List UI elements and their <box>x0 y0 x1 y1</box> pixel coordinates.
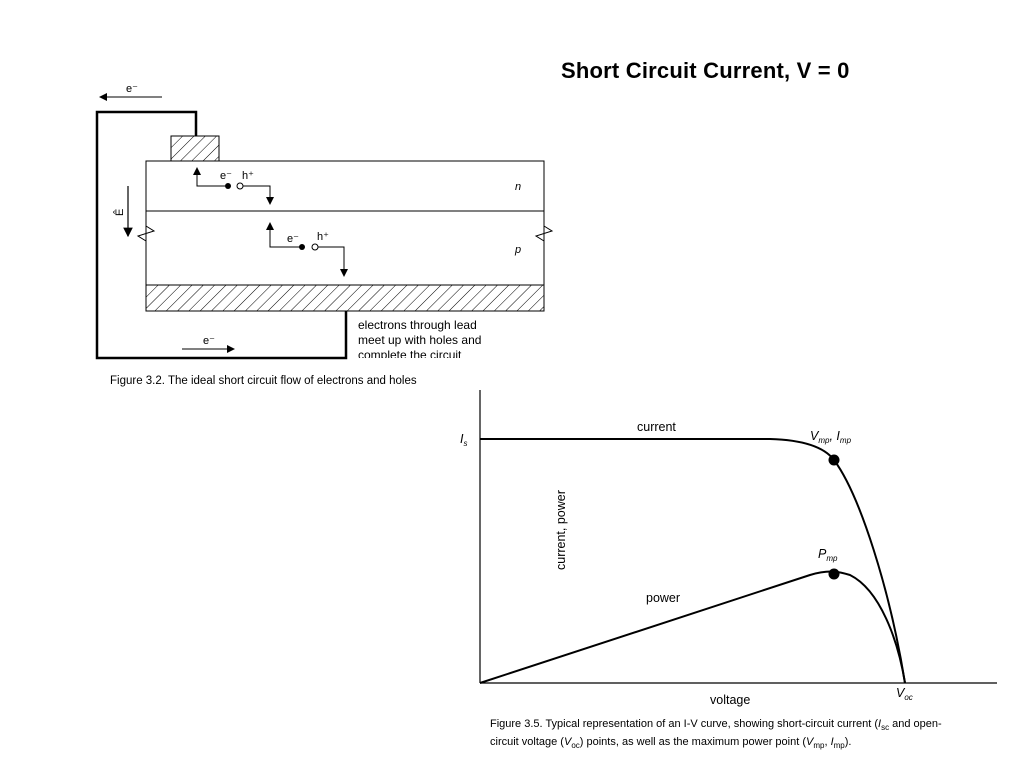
mpp-current-point <box>828 454 840 466</box>
caption-imp-sub: mp <box>833 741 845 751</box>
caption-vmp: V <box>805 736 814 749</box>
electron-path-2 <box>266 222 300 248</box>
top-contact <box>170 135 220 162</box>
caption-voc: V <box>563 736 572 749</box>
short-circuit-figure: e⁻ n p Ê e⁻ h⁺ e⁻ h⁺ e⁻ <box>82 78 560 400</box>
caption-voc-sub: oc <box>571 741 580 751</box>
current-curve-label: current <box>637 420 676 434</box>
circuit-note-line-3: complete the circuit <box>358 348 462 358</box>
pair2-electron-label: e⁻ <box>287 233 299 245</box>
caption-vmp-sub: mp <box>813 741 825 751</box>
figure-3-5-caption: Figure 3.5. Typical representation of an… <box>490 717 950 753</box>
current-curve <box>480 438 906 684</box>
electric-field-label: Ê <box>113 209 126 216</box>
external-circuit-wire <box>95 110 348 360</box>
p-layer-label: p <box>514 244 521 256</box>
circuit-note: electrons through lead meet up with hole… <box>358 318 528 358</box>
pair2-hole-label: h⁺ <box>317 231 329 243</box>
mpp-power-label: Pmp <box>818 547 838 563</box>
mpp-current-label: Vmp, Imp <box>810 429 852 445</box>
break-mark-left <box>136 225 156 242</box>
figure-3-2-caption: Figure 3.2. The ideal short circuit flow… <box>110 375 417 387</box>
slide-title: Short Circuit Current, V = 0 <box>561 58 850 83</box>
iv-curve-figure: current, power voltage Is Voc current po… <box>440 370 1002 766</box>
electron-label-bottom: e⁻ <box>203 335 215 347</box>
hole-2 <box>311 243 319 251</box>
circuit-note-line-1: electrons through lead <box>358 318 477 332</box>
hole-path-2 <box>318 246 348 277</box>
iv-curve-plot: current, power voltage Is Voc current po… <box>460 390 997 707</box>
caption-part-c: ) points, as well as the maximum power p… <box>579 736 806 749</box>
power-curve-label: power <box>646 591 680 605</box>
caption-imp: I <box>830 736 834 749</box>
caption-part-d: , <box>824 736 831 749</box>
electron-label-top: e⁻ <box>126 83 138 95</box>
electron-1 <box>225 183 231 189</box>
pair1-hole-label: h⁺ <box>242 170 254 182</box>
pair1-electron-label: e⁻ <box>220 170 232 182</box>
caption-part-b: and open-circuit voltage ( <box>490 718 942 749</box>
electron-path-1 <box>193 167 225 187</box>
y-axis-label: current, power <box>554 490 568 570</box>
caption-part-e: ). <box>844 736 852 749</box>
caption-part-a: Figure 3.5. Typical representation of an… <box>490 718 879 730</box>
electron-2 <box>299 244 305 250</box>
isc-label: Is <box>460 432 467 448</box>
caption-isc-sub: sc <box>881 723 890 733</box>
caption-isc: I <box>878 718 882 730</box>
circuit-note-line-2: meet up with holes and <box>358 333 482 347</box>
n-layer-label: n <box>515 181 521 193</box>
power-curve <box>479 570 906 684</box>
bottom-contact <box>145 284 545 312</box>
p-layer <box>145 210 545 286</box>
hole-path-1 <box>243 185 274 205</box>
short-circuit-diagram: e⁻ n p Ê e⁻ h⁺ e⁻ h⁺ e⁻ <box>95 83 554 360</box>
hole-1 <box>236 182 244 190</box>
mpp-power-point <box>828 568 840 580</box>
x-axis-label: voltage <box>710 693 750 707</box>
voc-label: Voc <box>896 686 913 702</box>
break-mark-right <box>534 225 554 242</box>
